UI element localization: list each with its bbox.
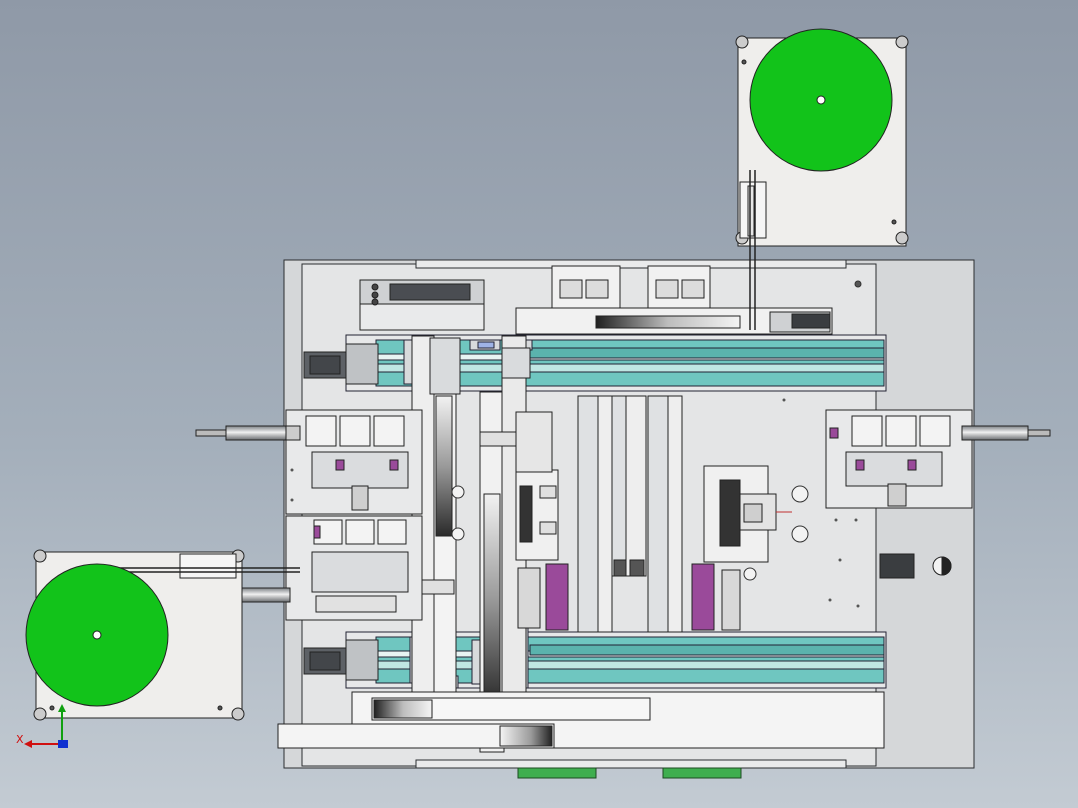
bottom-conveyor-strips — [517, 767, 742, 779]
axis-triad — [24, 704, 68, 748]
left-cylinder-assembly — [195, 409, 423, 515]
triad-y-arrow — [58, 704, 66, 712]
servo-motor-upper — [303, 343, 379, 385]
servo-motor-lower — [303, 639, 379, 681]
triad-x-arrow — [24, 740, 32, 748]
panel-screw-dots — [290, 398, 860, 608]
bottom-left-spool — [25, 549, 300, 721]
central-guide-slots — [577, 395, 683, 633]
right-side-port — [879, 553, 952, 579]
triad-x-label: X — [16, 733, 24, 746]
left-gripper-module — [515, 411, 569, 631]
right-gripper-module — [691, 465, 792, 631]
upper-feeder-mechanism — [515, 265, 833, 335]
control-box — [359, 279, 485, 331]
right-cylinder-assembly — [825, 409, 1051, 509]
triad-z-axis — [58, 740, 68, 748]
bottom-plates — [277, 691, 885, 749]
top-right-spool — [735, 28, 909, 330]
